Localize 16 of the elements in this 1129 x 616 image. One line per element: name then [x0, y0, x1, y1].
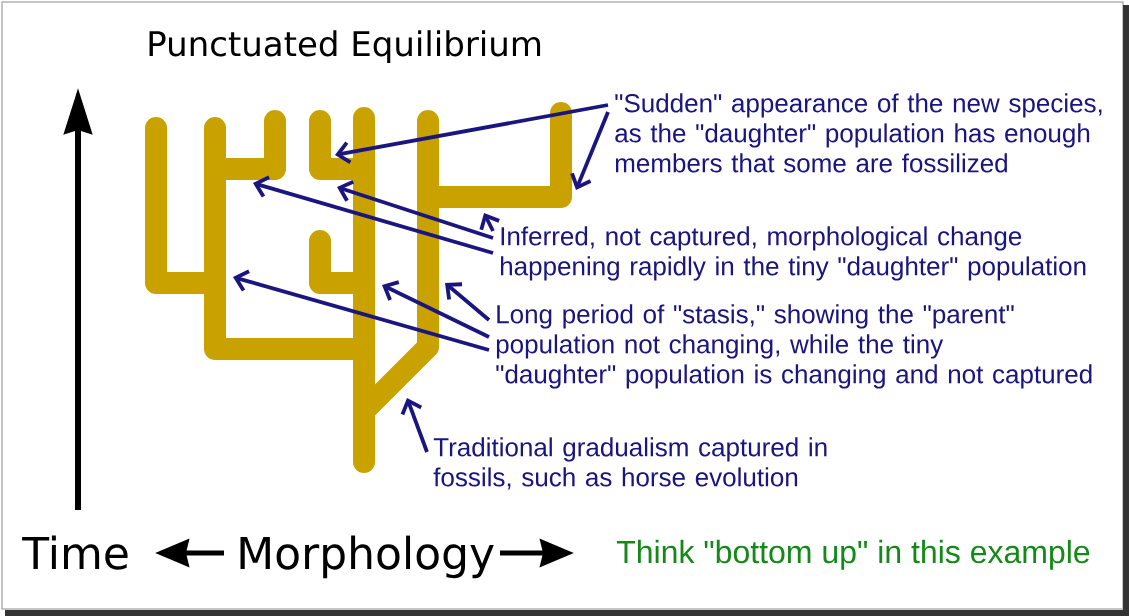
callout-text: "Sudden" appearance of the new species, as the "daughter" population has enough members that some are fossilized — [615, 93, 1102, 173]
leader-arrow — [335, 103, 609, 164]
callout-text: Traditional gradualism captured in fossils, such as horse evolution — [433, 437, 827, 490]
callout-text: Long period of "stasis," showing the "parent" population not changing, while the tiny "daughter" population is changing and not captured — [496, 304, 1092, 389]
axis-label: Time — [22, 535, 128, 570]
axis-label: Morphology — [240, 535, 494, 579]
leader-arrow — [382, 280, 490, 339]
callout-text: Inferred, not captured, morphological change happening rapidly in the tiny "daughter" population — [501, 226, 1086, 281]
leader-arrow — [400, 398, 429, 453]
note-text: Think "bottom up" in this example — [616, 539, 1090, 570]
leader-arrow — [337, 180, 494, 240]
title: Punctuated Equilibrium — [149, 30, 541, 64]
leader-arrow — [445, 282, 491, 322]
leader-arrow — [233, 269, 490, 352]
leader-arrow — [570, 111, 610, 190]
leader-arrow — [253, 175, 494, 255]
